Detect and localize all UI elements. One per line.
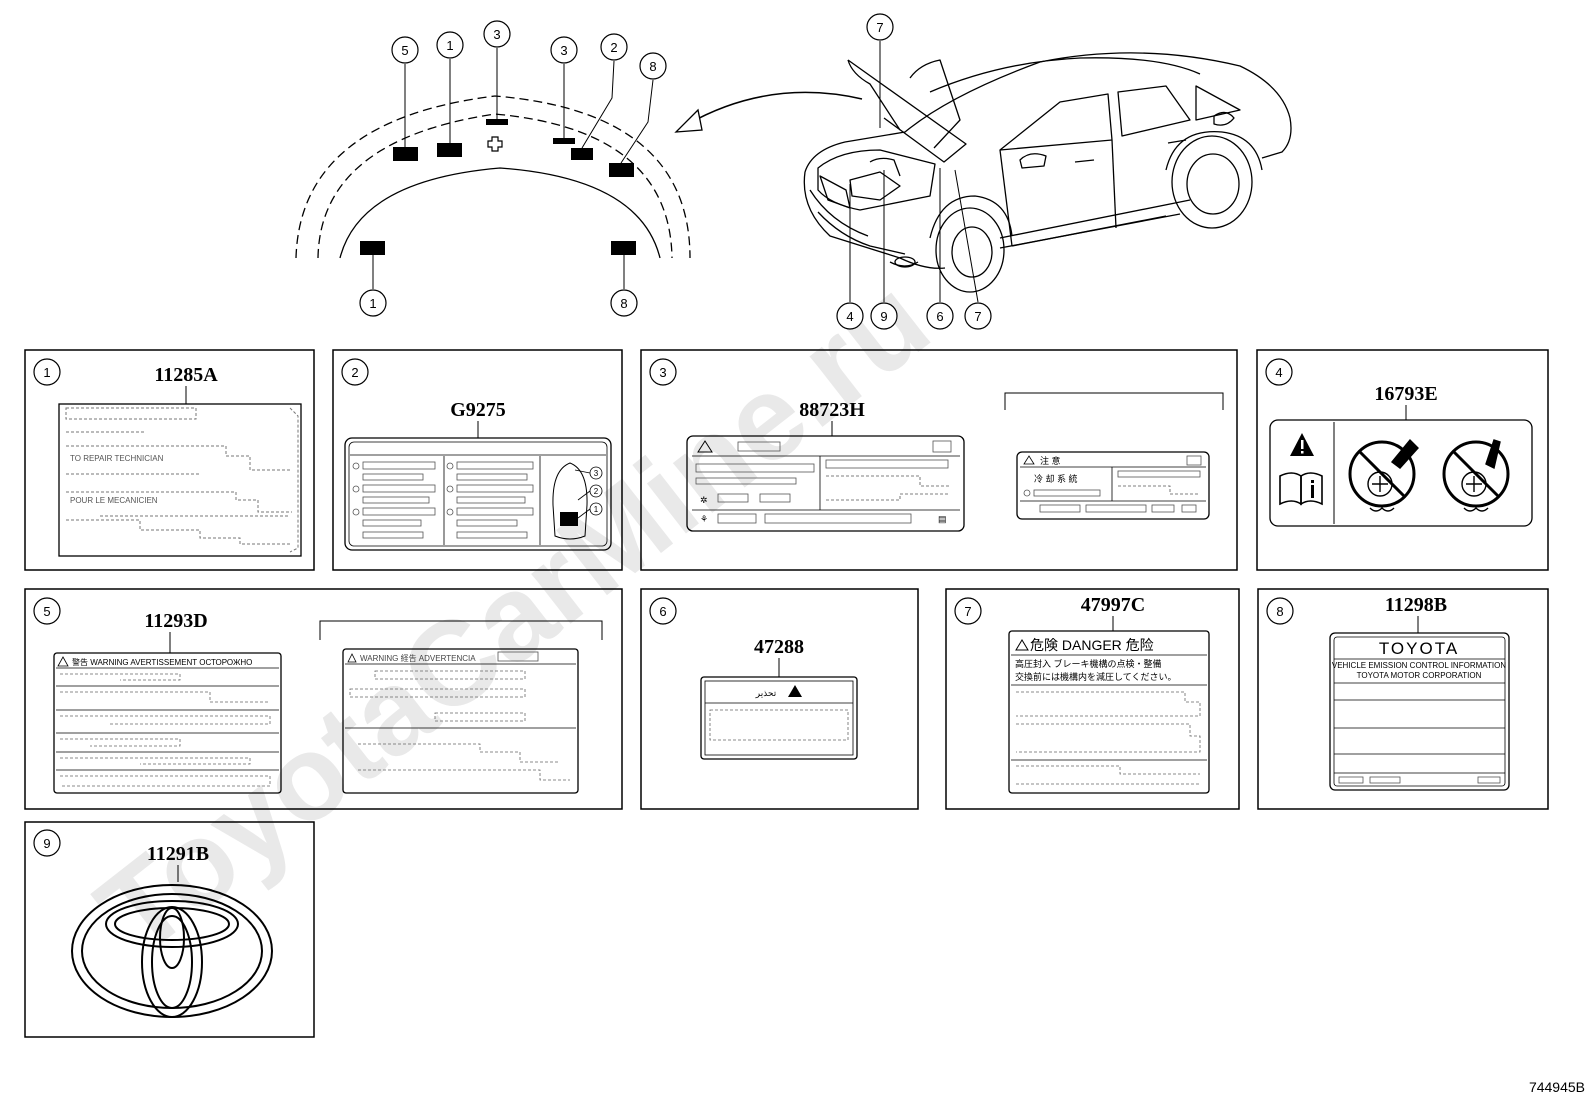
part-number: 11298B [1385,594,1447,616]
label-text: TOYOTA MOTOR CORPORATION [1357,671,1482,680]
reference-number: 744945B [1529,1079,1585,1095]
label-callout: 1 [594,505,599,514]
label-header: WARNING 経告 ADVERTENCIA [360,653,476,663]
warning-triangle-icon [1290,433,1314,456]
hood-callout-label: 2 [610,40,617,55]
car-callouts [836,13,992,330]
label-header: تحذير [755,688,777,699]
hood-leader-lines [372,48,654,289]
panel-number: 2 [351,365,358,380]
hood-label-markers [360,119,636,255]
label-11293D: 警告 WARNING AVERTISSEMENT ОСТОРОЖНО [53,652,282,794]
hood-callout-label: 5 [401,43,408,58]
direction-arrow-icon [687,91,863,125]
label-text: 注 意 [1040,455,1061,466]
label-11298B: TOYOTA VEHICLE EMISSION CONTROL INFORMAT… [1329,632,1510,791]
label-text: TO REPAIR TECHNICIAN [70,454,164,463]
fan-icon: ▤ [938,514,947,524]
label-text: 交換前には機構内を減圧してください。 [1015,671,1176,682]
label-88723H: ✲ ▤ ⚘ [686,435,965,532]
panel-number: 6 [659,604,666,619]
panel-frames [24,349,1549,1038]
car-callout-label: 4 [846,309,853,324]
panel-number: 3 [659,365,666,380]
part-number: 11285A [154,364,218,386]
panel-number: 4 [1275,365,1282,380]
label-brand: TOYOTA [1379,639,1459,658]
hood-layout [295,95,691,259]
manual-info-icon [1279,472,1323,506]
part-number: 11291B [147,843,209,865]
car-callout-label: 9 [880,309,887,324]
label-11293D-variant: WARNING 経告 ADVERTENCIA [342,648,579,794]
car-leader-lines [849,41,979,303]
sparkle-icon: ✲ [700,495,708,505]
label-47288: تحذير [700,676,858,760]
hood-callouts [359,20,667,317]
label-callout: 2 [594,487,599,496]
label-11285A: TO REPAIR TECHNICIAN POUR LE MECANICIEN [58,403,302,557]
label-88723H-variant: 注 意 冷 却 系 統 [1016,451,1210,520]
panel-number: 8 [1276,604,1283,619]
panel-number-circles [33,358,1294,857]
car-callout-label: 6 [936,309,943,324]
panel-number: 1 [43,365,50,380]
car-callout-label: 7 [876,20,883,35]
label-text: POUR LE MECANICIEN [70,496,158,505]
label-47997C: 危険 DANGER 危险 高圧封入 ブレーキ機構の点検・整備 交換前には機構内を… [1008,630,1210,794]
hood-callout-label: 1 [446,38,453,53]
arrowhead-icon [674,108,703,133]
label-header: 危険 DANGER 危险 [1030,637,1154,653]
no-spray-icon [1348,438,1419,512]
label-text: 高圧封入 ブレーキ機構の点検・整備 [1015,658,1162,669]
part-number: G9275 [450,399,506,421]
variant-brackets [319,392,1224,640]
label-callout: 3 [594,469,599,478]
part-number: 47288 [754,636,804,658]
part-number: 88723H [799,399,865,421]
warning-triangle-icon [788,685,802,697]
part-number: 11293D [144,610,207,632]
no-touch-icon [1442,439,1510,512]
panel-number: 7 [964,604,971,619]
hood-callout-label: 3 [493,27,500,42]
label-header: 警告 WARNING AVERTISSEMENT ОСТОРОЖНО [72,657,252,667]
label-16793E [1269,419,1533,527]
part-number-leaders [169,386,1419,882]
hood-callout-label: 3 [560,43,567,58]
coolant-icon: ⚘ [700,514,708,524]
hood-callout-label: 8 [649,59,656,74]
hood-callout-label: 1 [369,296,376,311]
toyota-emblem-icon [71,884,273,1018]
part-number: 16793E [1374,383,1437,405]
part-number: 47997C [1081,594,1145,616]
panel-number: 5 [43,604,50,619]
car-illustration [803,52,1292,293]
label-G9275: 3 2 1 [344,437,612,551]
label-text: VEHICLE EMISSION CONTROL INFORMATION [1332,661,1506,670]
hood-center-mark-icon [487,136,503,152]
label-text: 冷 却 系 統 [1034,473,1078,484]
panel-number: 9 [43,836,50,851]
car-callout-label: 7 [974,309,981,324]
hood-callout-label: 8 [620,296,627,311]
